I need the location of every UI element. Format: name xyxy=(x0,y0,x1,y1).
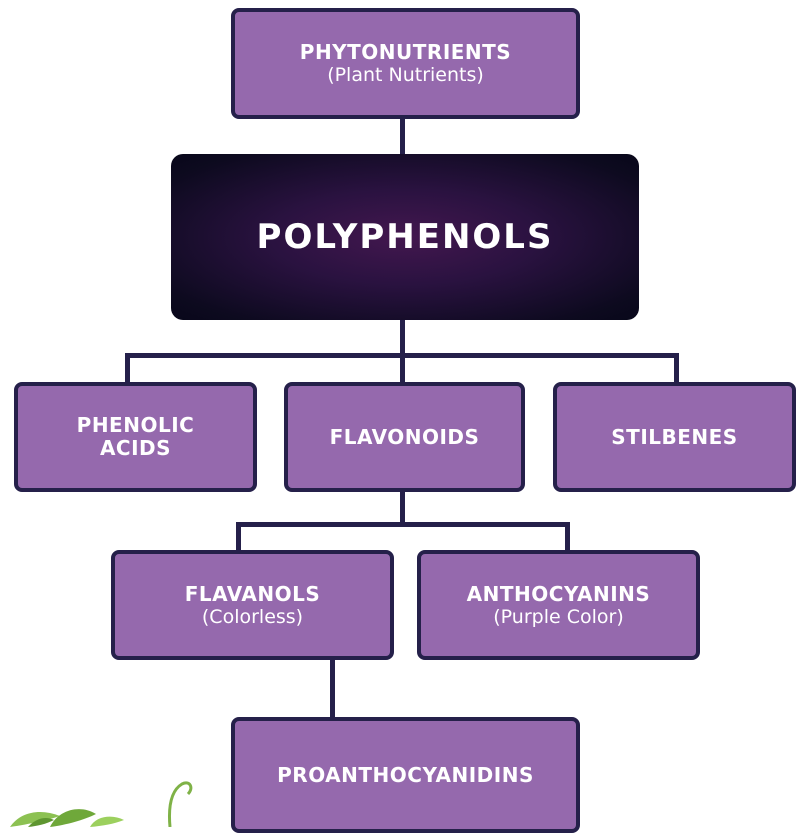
plant-sprig-illustration xyxy=(10,781,193,827)
connector-to-flavonoids xyxy=(400,353,405,385)
node-stilbenes: STILBENES xyxy=(553,382,796,492)
connector-to-phenolic-acids xyxy=(125,353,130,385)
plant-leaf-1 xyxy=(10,811,60,827)
node-flavanols: FLAVANOLS (Colorless) xyxy=(111,550,394,660)
node-anthocyanins-subtitle: (Purple Color) xyxy=(493,605,624,628)
node-anthocyanins: ANTHOCYANINS (Purple Color) xyxy=(417,550,700,660)
node-phenolic-acids: PHENOLIC ACIDS xyxy=(14,382,257,492)
node-phenolic-acids-title: PHENOLIC ACIDS xyxy=(76,413,195,460)
node-phytonutrients-subtitle: (Plant Nutrients) xyxy=(327,64,484,86)
node-flavonoids: FLAVONOIDS xyxy=(284,382,525,492)
connector-level3-horizontal xyxy=(236,522,570,527)
node-proanthocyanidins: PROANTHOCYANIDINS xyxy=(231,717,580,833)
plant-leaf-3 xyxy=(90,816,124,827)
node-phytonutrients: PHYTONUTRIENTS (Plant Nutrients) xyxy=(231,8,580,119)
node-polyphenols: POLYPHENOLS xyxy=(171,154,639,320)
node-phytonutrients-title: PHYTONUTRIENTS xyxy=(299,40,512,64)
connector-flavanols-proanthocyanidins xyxy=(330,657,335,720)
node-flavanols-title: FLAVANOLS xyxy=(184,581,321,606)
node-anthocyanins-title: ANTHOCYANINS xyxy=(466,581,651,606)
connector-to-stilbenes xyxy=(674,353,679,385)
node-flavanols-subtitle: (Colorless) xyxy=(201,605,304,628)
plant-leaf-4 xyxy=(28,818,54,827)
node-flavonoids-title: FLAVONOIDS xyxy=(329,424,480,449)
node-proanthocyanidins-title: PROANTHOCYANIDINS xyxy=(277,762,534,787)
node-polyphenols-title: POLYPHENOLS xyxy=(256,217,554,257)
connector-to-flavanols xyxy=(236,522,241,553)
plant-tendril xyxy=(168,781,193,827)
connector-polyphenols-down xyxy=(400,318,405,355)
node-stilbenes-title: STILBENES xyxy=(611,424,738,449)
connector-to-anthocyanins xyxy=(565,522,570,553)
plant-leaf-2 xyxy=(50,809,96,827)
connector-phytonutrients-polyphenols xyxy=(400,116,405,156)
connector-flavonoids-down xyxy=(400,490,405,525)
